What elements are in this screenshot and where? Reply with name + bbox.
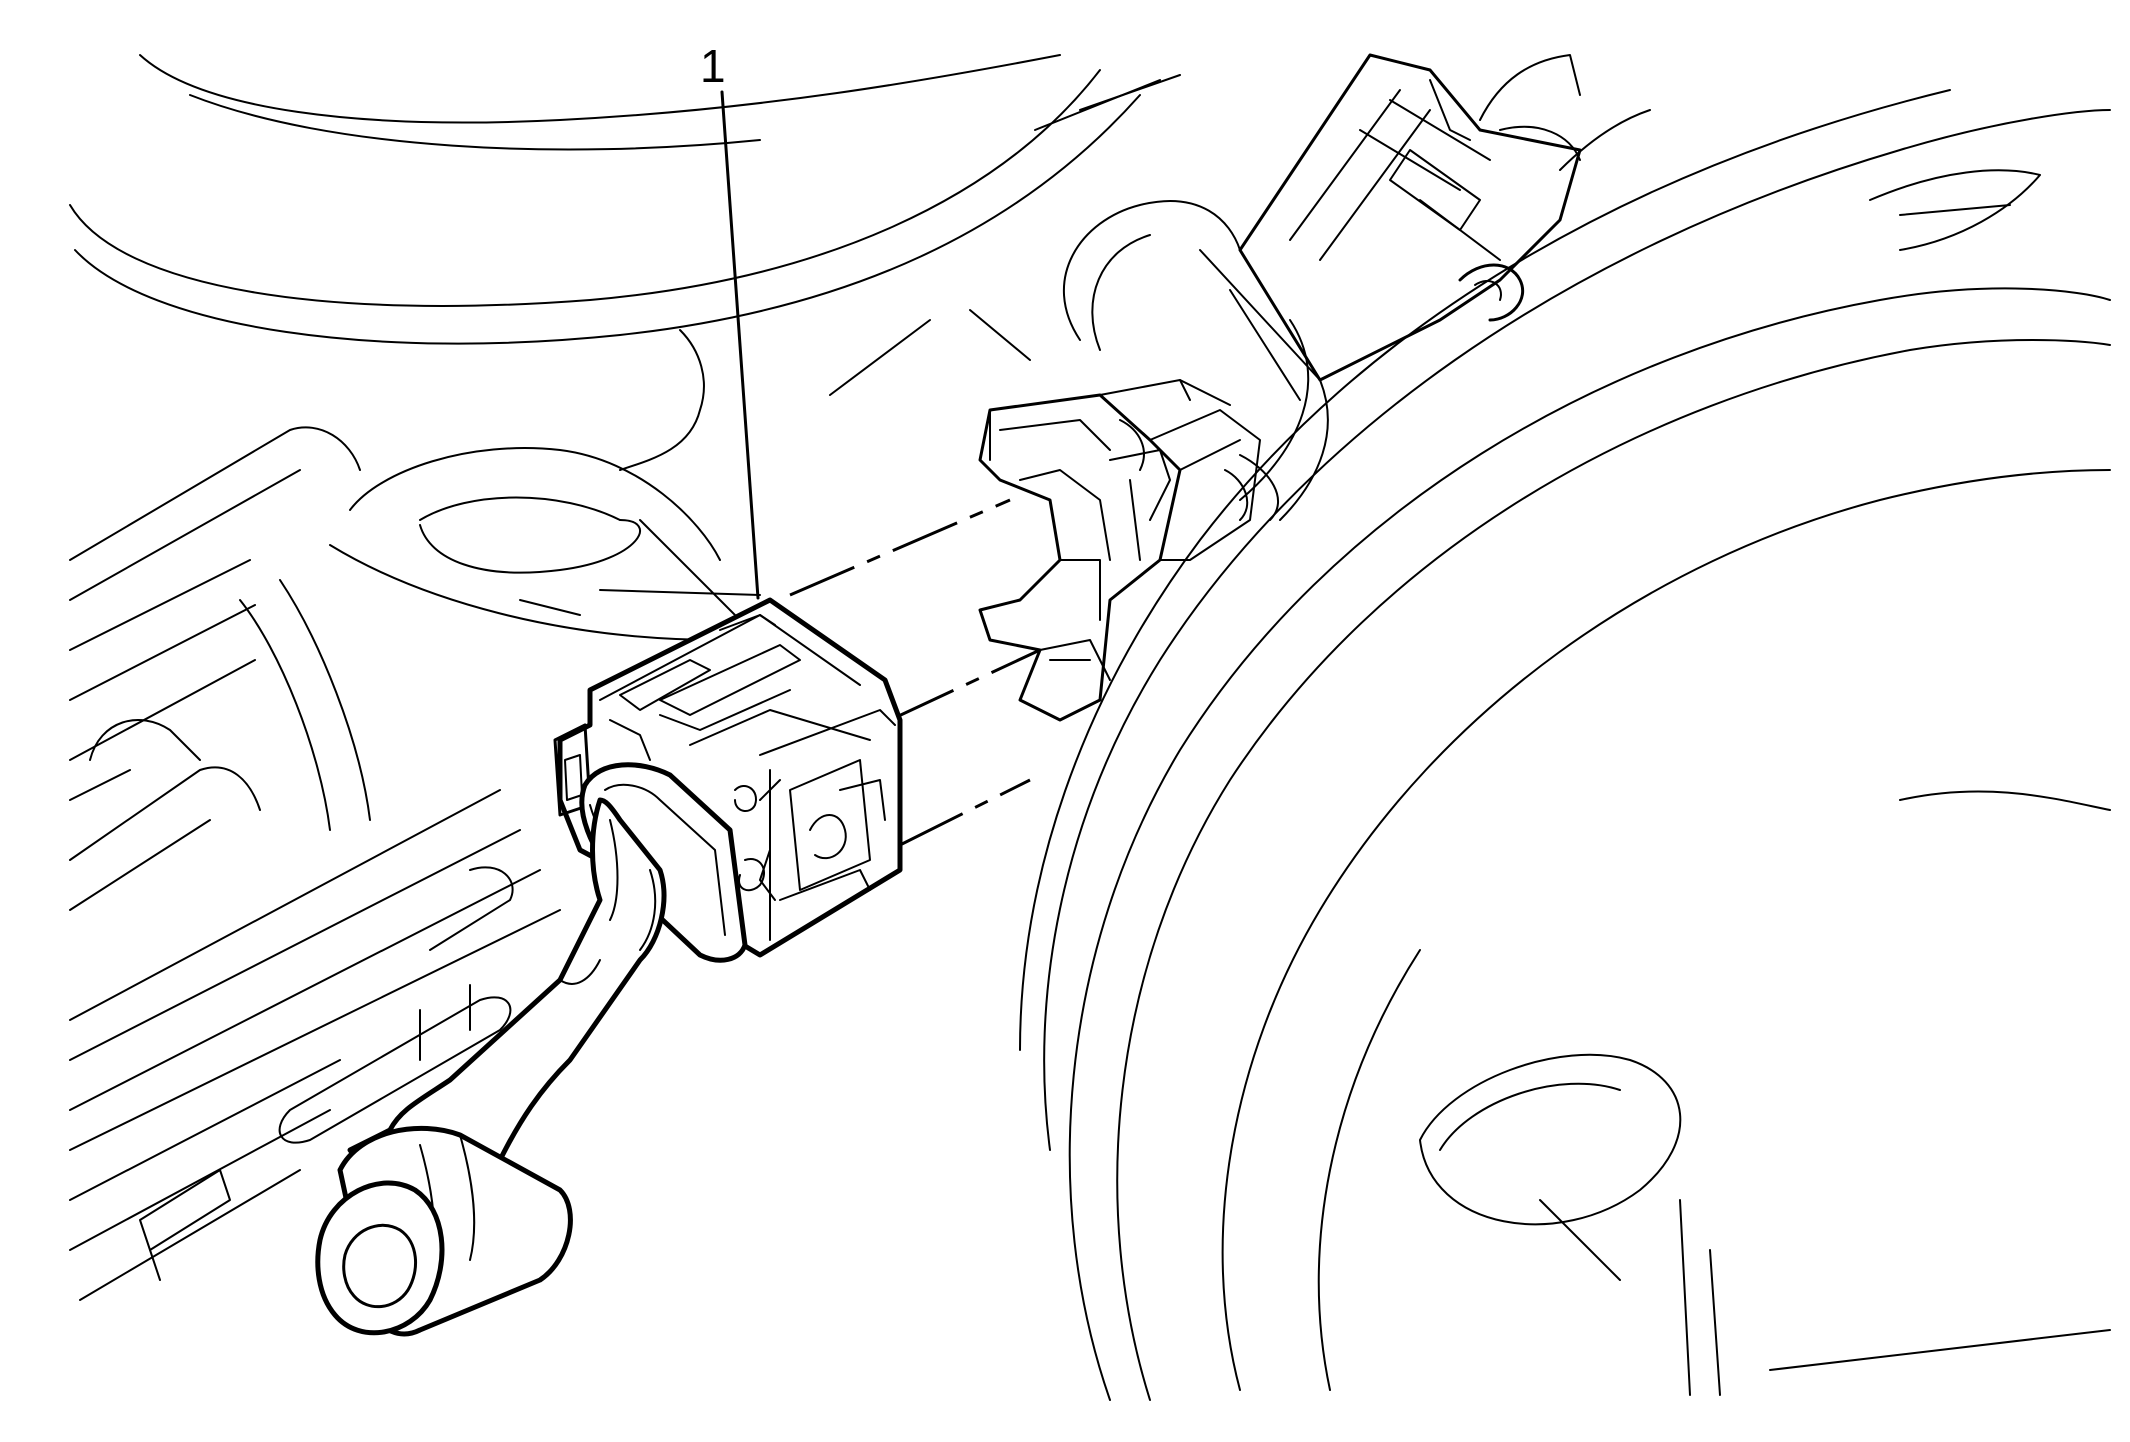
- switch-mounting-socket: [978, 379, 1261, 722]
- dashboard-vent: [69, 426, 561, 1301]
- instrument-panel-outline: [69, 54, 1181, 396]
- turn-signal-switch-assembly: [315, 597, 903, 1337]
- callout-leader-line: [720, 90, 760, 600]
- callout-1: 1: [700, 40, 760, 600]
- steering-column-mechanism: [1062, 53, 1582, 521]
- callout-label-1: 1: [700, 40, 726, 92]
- alignment-dash-lines: [789, 498, 1041, 847]
- steering-column-cover-upper: [329, 329, 761, 641]
- steering-wheel: [1019, 54, 2111, 1401]
